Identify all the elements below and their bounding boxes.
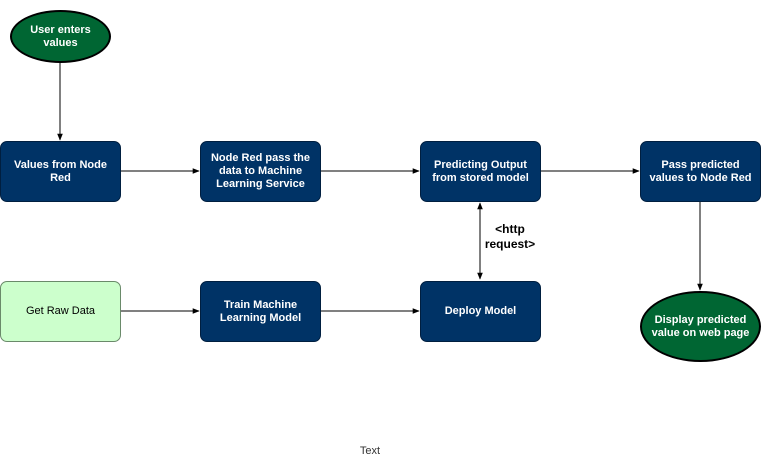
node-get-raw-data[interactable]: Get Raw Data	[0, 281, 121, 342]
edge-label-http-request: <http request>	[484, 222, 536, 251]
node-predicting-output[interactable]: Predicting Output from stored model	[420, 141, 541, 202]
node-label: Node Red pass the data to Machine Learni…	[210, 152, 311, 190]
node-label: Pass predicted values to Node Red	[649, 158, 752, 184]
node-label: Predicting Output from stored model	[432, 158, 529, 184]
node-deploy-model[interactable]: Deploy Model	[420, 281, 541, 342]
node-pass-predicted-values[interactable]: Pass predicted values to Node Red	[640, 141, 761, 202]
node-label: Values from Node Red	[14, 158, 107, 184]
node-node-red-pass-data[interactable]: Node Red pass the data to Machine Learni…	[200, 141, 321, 202]
node-user-enters-values[interactable]: User enters values	[10, 10, 111, 63]
node-label: User enters values	[30, 23, 91, 49]
node-values-from-node-red[interactable]: Values from Node Red	[0, 141, 121, 202]
node-display-predicted-value[interactable]: Display predicted value on web page	[640, 291, 761, 362]
node-label: Display predicted value on web page	[651, 313, 750, 339]
node-label: Deploy Model	[444, 305, 517, 317]
node-label: Get Raw Data	[25, 305, 96, 317]
node-label: Train Machine Learning Model	[219, 298, 302, 324]
free-text-label: Text	[359, 445, 381, 457]
node-train-model[interactable]: Train Machine Learning Model	[200, 281, 321, 342]
